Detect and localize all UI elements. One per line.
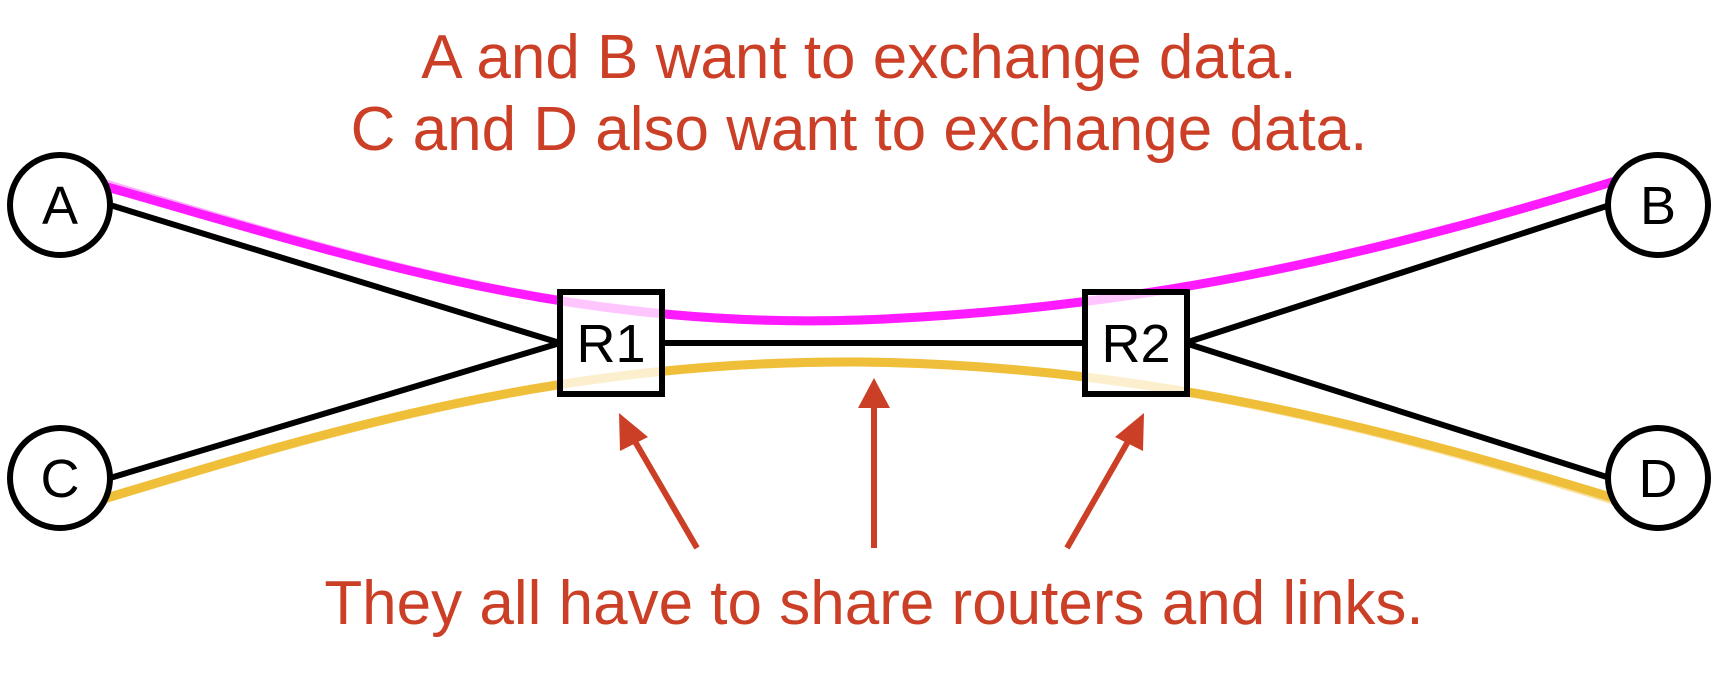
host-a-label: A bbox=[42, 176, 78, 236]
router-r2-label: R2 bbox=[1101, 314, 1170, 374]
host-d-label: D bbox=[1639, 449, 1678, 509]
caption-line-1: A and B want to exchange data. bbox=[421, 23, 1297, 92]
router-r1: R1 bbox=[557, 289, 665, 397]
host-b-circle bbox=[1605, 152, 1711, 258]
caption-line-2: C and D also want to exchange data. bbox=[351, 95, 1368, 164]
host-a-circle bbox=[7, 152, 113, 258]
host-b-label: B bbox=[1640, 176, 1676, 236]
caption-bottom: They all have to share routers and links… bbox=[324, 569, 1423, 638]
host-c-label: C bbox=[41, 449, 80, 509]
host-b: B bbox=[1605, 152, 1711, 258]
host-d: D bbox=[1605, 425, 1711, 531]
host-a: A bbox=[7, 152, 113, 258]
flow-path-c-d-main bbox=[95, 357, 1625, 505]
router-r1-label: R1 bbox=[576, 314, 645, 374]
flow-path-a-b-main bbox=[95, 173, 1630, 326]
link-a-r1 bbox=[109, 202, 561, 346]
host-c: C bbox=[7, 425, 113, 531]
router-r1-box bbox=[557, 289, 665, 397]
router-r2: R2 bbox=[1082, 289, 1190, 397]
router-r2-box bbox=[1082, 289, 1190, 397]
link-r2-b bbox=[1184, 202, 1611, 346]
host-c-circle bbox=[7, 425, 113, 531]
host-d-circle bbox=[1605, 425, 1711, 531]
arrow-to-link bbox=[858, 378, 890, 548]
arrow-to-r1 bbox=[619, 413, 700, 550]
link-r2-d bbox=[1184, 340, 1611, 481]
link-c-r1 bbox=[109, 340, 561, 481]
arrow-to-r2 bbox=[1064, 413, 1144, 550]
